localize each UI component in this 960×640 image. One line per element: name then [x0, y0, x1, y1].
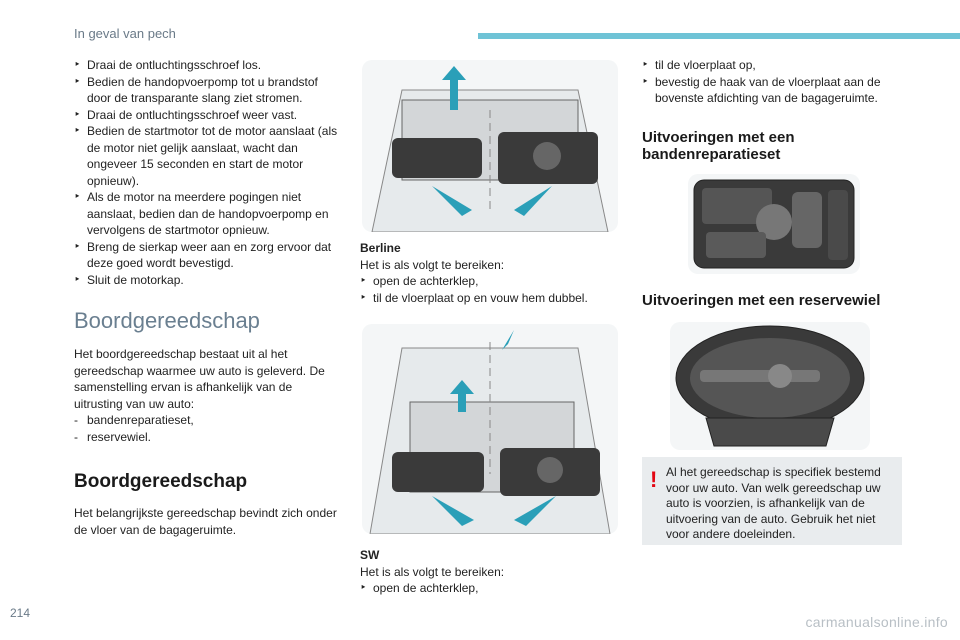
list-item: bandenreparatieset,: [74, 412, 344, 429]
spare-wheel-illustration: [670, 322, 870, 450]
list-item: Draai de ontluchtingsschroef los.: [74, 57, 344, 74]
column-right: til de vloerplaat op, bevestig de haak v…: [642, 57, 908, 163]
steps-list: Draai de ontluchtingsschroef los. Bedien…: [74, 57, 344, 288]
berline-label: Berline: [360, 241, 401, 255]
list-item: til de vloerplaat op,: [642, 57, 908, 74]
list-item: open de achterklep,: [360, 580, 610, 597]
section-paragraph: Het belangrijkste gereedschap bevindt zi…: [74, 506, 337, 537]
warning-icon: !: [650, 467, 658, 492]
heading-spare-wheel: Uitvoeringen met een reservewiel: [642, 292, 881, 309]
sw-label: SW: [360, 548, 380, 562]
list-item: Breng de sierkap weer aan en zorg ervoor…: [74, 239, 344, 272]
list-item: Bedien de handopvoerpomp tot u brandstof…: [74, 74, 344, 107]
watermark: carmanualsonline.info: [805, 614, 948, 630]
repair-kit-illustration: [688, 174, 860, 274]
sw-trunk-illustration: [362, 324, 618, 534]
section-title-bold: Boordgereedschap: [74, 471, 248, 492]
berline-intro: Het is als volgt te bereiken:: [360, 257, 505, 272]
list-item: Bedien de startmotor tot de motor aansla…: [74, 123, 344, 189]
chapter-title: In geval van pech: [74, 26, 176, 41]
page-number: 214: [10, 606, 31, 620]
equipment-list: bandenreparatieset, reservewiel.: [74, 412, 344, 445]
section-paragraph: Het boordgereedschap bestaat uit al het …: [74, 347, 325, 411]
list-item: Sluit de motorkap.: [74, 272, 344, 289]
berline-trunk-illustration: [362, 60, 618, 232]
chapter-accent-bar: [478, 33, 960, 39]
list-item: open de achterklep,: [360, 273, 610, 290]
list-item: Als de motor na meerdere pogingen niet a…: [74, 189, 344, 239]
steps-list: til de vloerplaat op, bevestig de haak v…: [642, 57, 908, 107]
sw-intro: Het is als volgt te bereiken:: [360, 564, 505, 579]
list-item: Draai de ontluchtingsschroef weer vast.: [74, 107, 344, 124]
warning-note: ! Al het gereedschap is specifiek bestem…: [642, 457, 902, 545]
heading-repair-kit: Uitvoeringen met een bandenreparatieset: [642, 128, 795, 163]
note-text: Al het gereedschap is specifiek bestemd …: [666, 465, 881, 541]
sw-caption: SW Het is als volgt te bereiken: open de…: [360, 547, 610, 597]
list-item: til de vloerplaat op en vouw hem dubbel.: [360, 290, 610, 307]
section-title-light: Boordgereedschap: [74, 308, 260, 333]
sw-steps: open de achterklep,: [360, 580, 610, 597]
berline-steps: open de achterklep, til de vloerplaat op…: [360, 273, 610, 306]
list-item: reservewiel.: [74, 429, 344, 446]
list-item: bevestig de haak van de vloerplaat aan d…: [642, 74, 908, 107]
column-left: Draai de ontluchtingsschroef los. Bedien…: [74, 57, 344, 538]
column-middle: Berline Het is als volgt te bereiken: op…: [360, 240, 610, 306]
